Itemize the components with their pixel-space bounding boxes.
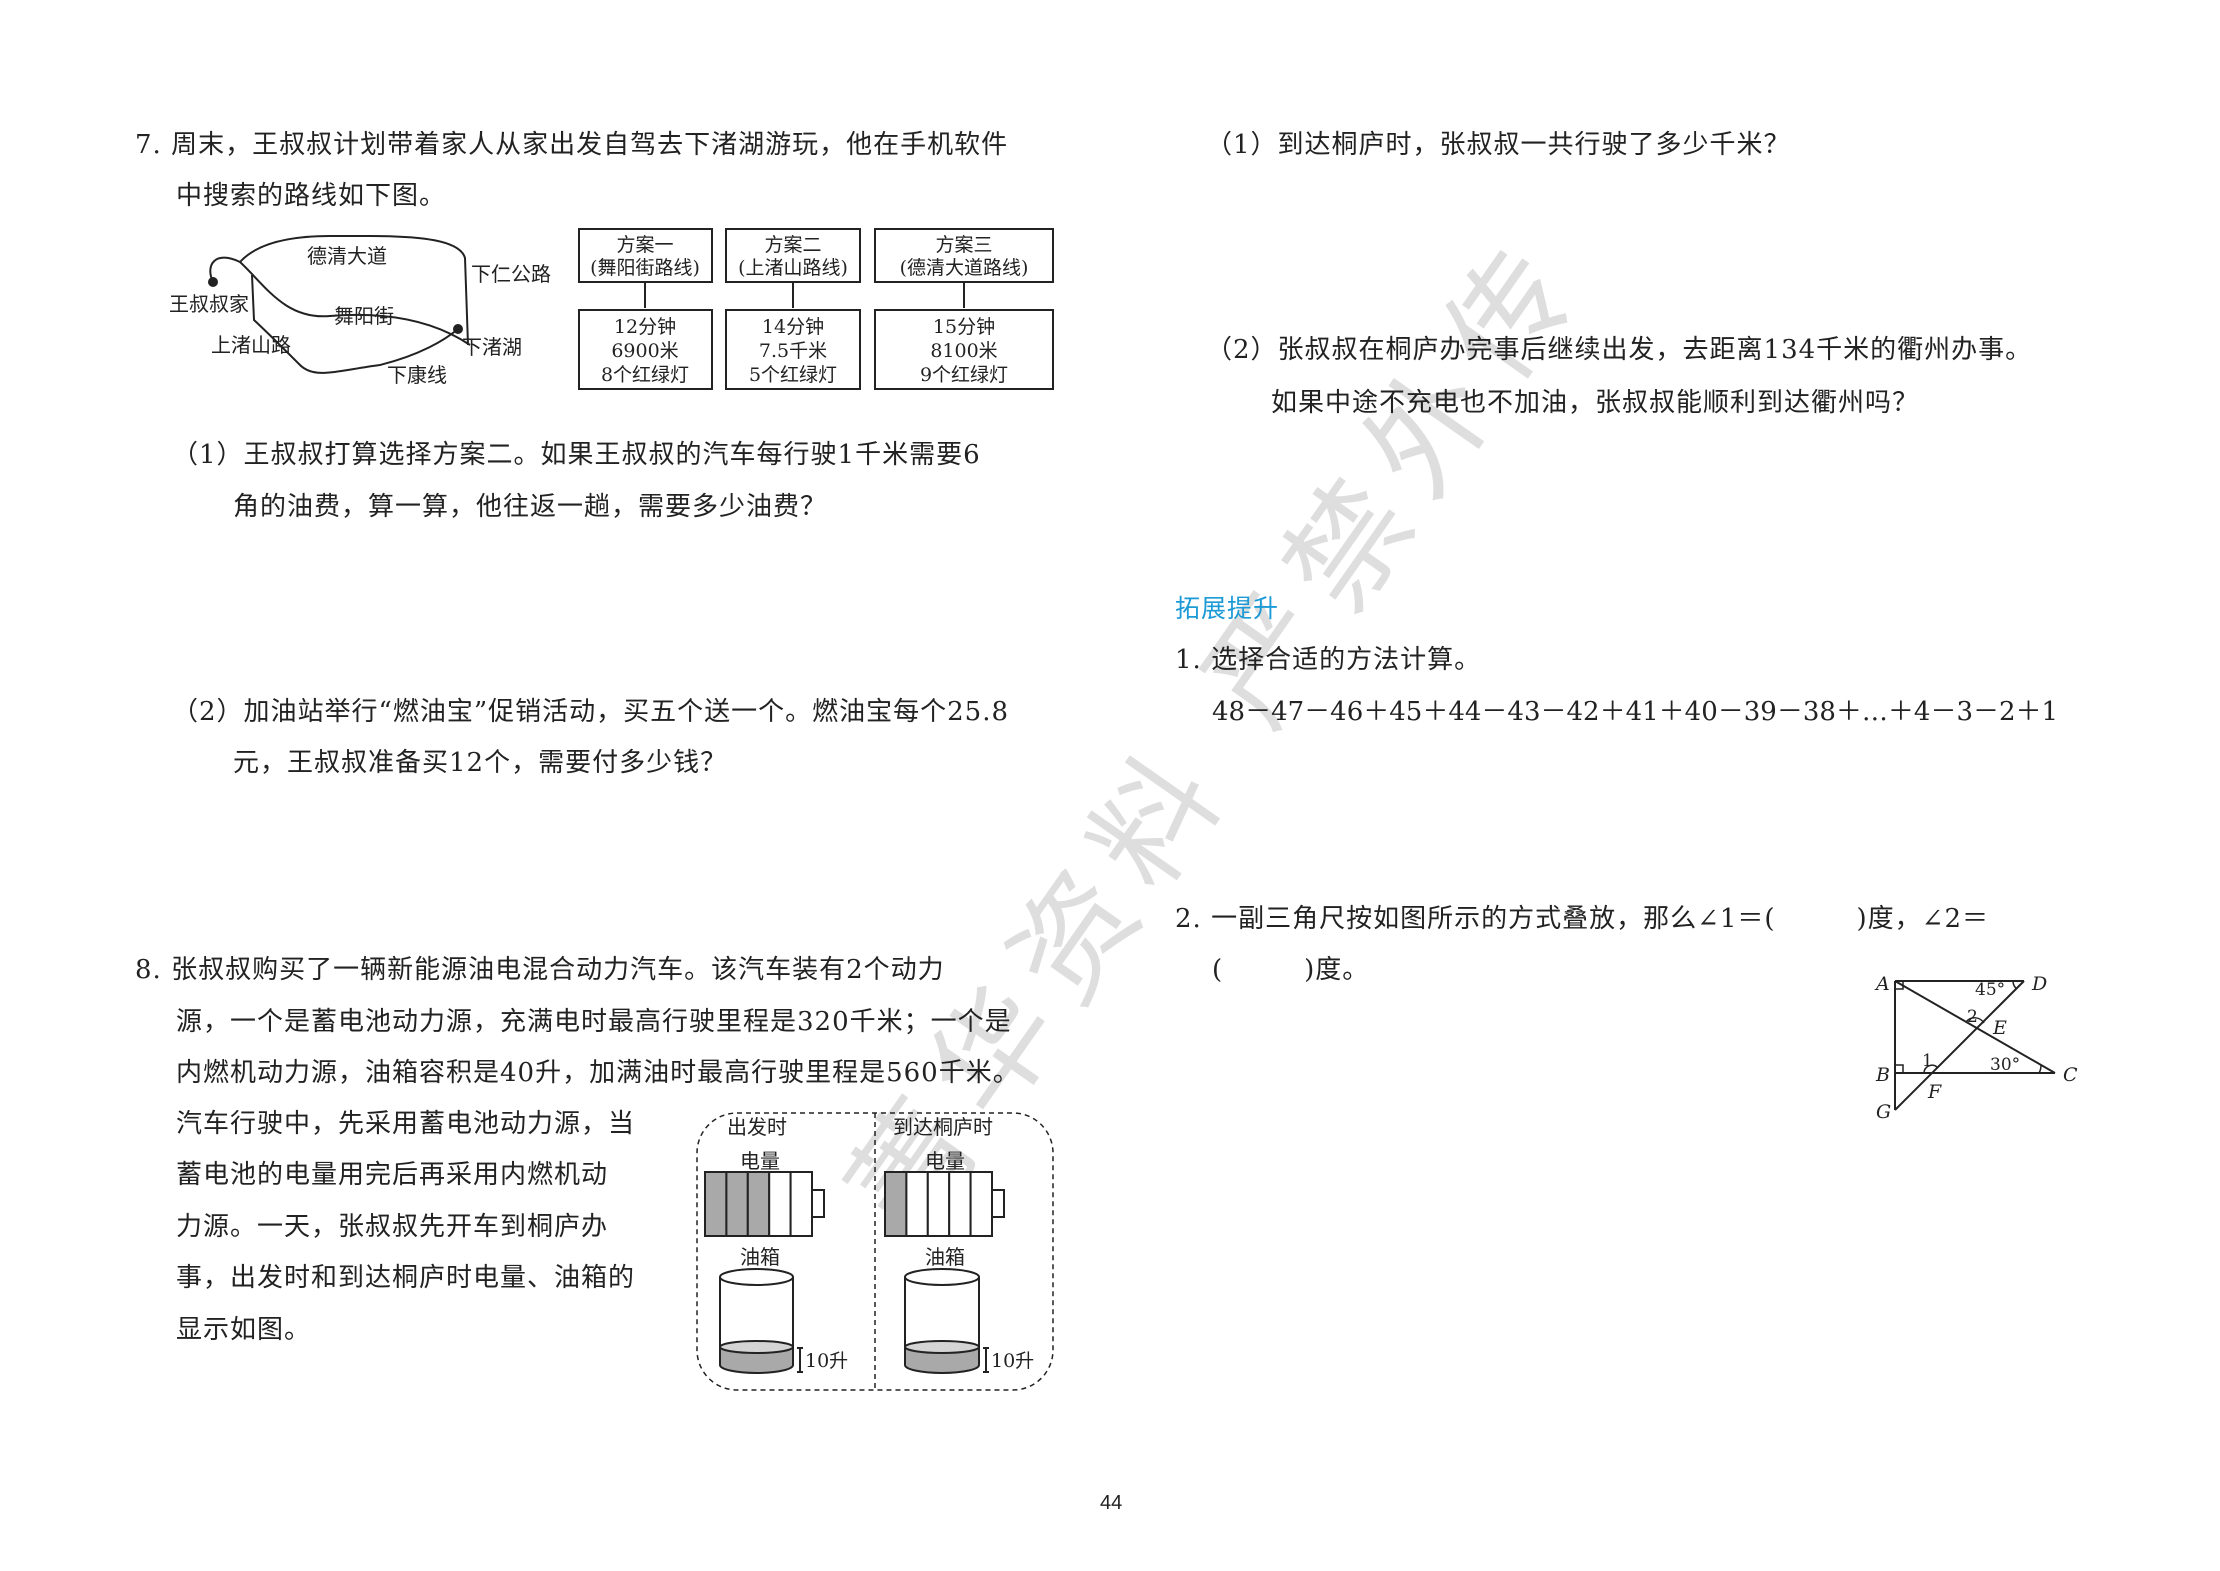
battery-segment xyxy=(725,1171,749,1237)
plan-time: 12分钟 xyxy=(614,316,676,338)
angle-label: 45° xyxy=(1975,980,2005,1000)
point-label: E xyxy=(1992,1017,2007,1039)
battery-segment xyxy=(768,1171,792,1237)
map-label: 下仁公路 xyxy=(471,262,551,286)
battery-tank-figure xyxy=(696,1112,1054,1391)
q7-text: 7. 周末，王叔叔计划带着家人从家出发自驾去下渚湖游玩，他在手机软件 xyxy=(135,130,1009,160)
battery-label: 电量 xyxy=(925,1149,965,1173)
map-label: 下康线 xyxy=(387,363,447,387)
q8-sub2: 如果中途不充电也不加油，张叔叔能顺利到达衢州吗？ xyxy=(1271,388,1920,418)
ext-q2: 2. 一副三角尺按如图所示的方式叠放，那么∠1＝( )度，∠2＝ xyxy=(1175,904,1990,934)
plan-time: 14分钟 xyxy=(762,316,824,338)
battery-segment xyxy=(704,1171,728,1237)
map-label: 上渚山路 xyxy=(211,333,291,357)
q8-text: 汽车行驶中，先采用蓄电池动力源，当 xyxy=(176,1109,636,1139)
battery-segment xyxy=(969,1171,993,1237)
battery-segment xyxy=(789,1171,813,1237)
angle-label: 1 xyxy=(1922,1051,1933,1071)
point-label: B xyxy=(1875,1064,1890,1086)
battery-terminal xyxy=(811,1189,825,1218)
q8-text: 事，出发时和到达桐庐时电量、油箱的 xyxy=(176,1263,636,1293)
tank-label: 油箱 xyxy=(740,1245,780,1269)
map-label: 下渚湖 xyxy=(462,335,522,359)
plan-route: (德清大道路线) xyxy=(900,257,1029,279)
q8-sub1: （1）到达桐庐时，张叔叔一共行驶了多少千米？ xyxy=(1206,130,1791,160)
q7-sub2: （2）加油站举行“燃油宝”促销活动，买五个送一个。燃油宝每个25.8 xyxy=(172,697,1010,727)
angle-label: 2 xyxy=(1967,1007,1978,1027)
q8-text: 源，一个是蓄电池动力源，充满电时最高行驶里程是320千米；一个是 xyxy=(176,1007,1012,1037)
q7-sub1: 角的油费，算一算，他往返一趟，需要多少油费？ xyxy=(233,492,828,522)
q8-text: 力源。一天，张叔叔先开车到桐庐办 xyxy=(176,1212,609,1242)
point-label: F xyxy=(1927,1081,1942,1103)
fuel-tanks xyxy=(719,1268,989,1374)
angle-label: 30° xyxy=(1990,1055,2020,1075)
point-label: A xyxy=(1874,973,1890,995)
plan-boxes xyxy=(578,228,1054,390)
q8-text: 蓄电池的电量用完后再采用内燃机动 xyxy=(176,1160,609,1190)
plan-route: (上渚山路线) xyxy=(738,257,848,279)
q7-sub2: 元，王叔叔准备买12个，需要付多少钱？ xyxy=(233,748,728,778)
triangle-figure xyxy=(1894,980,2056,1111)
ext-q2: ( )度。 xyxy=(1212,955,1370,985)
battery-segment xyxy=(905,1171,929,1237)
tank-label: 油箱 xyxy=(925,1245,965,1269)
battery-segment xyxy=(948,1171,972,1237)
section-title: 拓展提升 xyxy=(1175,594,1280,623)
map-label: 王叔叔家 xyxy=(169,292,249,316)
q8-text: 内燃机动力源，油箱容积是40升，加满油时最高行驶里程是560千米。 xyxy=(176,1058,1020,1088)
point-label: G xyxy=(1876,1101,1891,1123)
start-label: 出发时 xyxy=(727,1115,787,1139)
q7-text: 中搜索的路线如下图。 xyxy=(176,181,447,211)
plan-route: (舞阳街路线) xyxy=(590,257,700,279)
plan-lights: 9个红绿灯 xyxy=(920,364,1008,386)
plan-name: 方案三 xyxy=(935,234,992,256)
page-number: 44 xyxy=(1100,1492,1123,1514)
ext-q1: 1. 选择合适的方法计算。 xyxy=(1175,645,1482,675)
point-label: D xyxy=(2031,973,2047,995)
fuel-label: 10升 xyxy=(805,1350,848,1372)
plan-distance: 8100米 xyxy=(930,340,997,362)
plan-distance: 6900米 xyxy=(611,340,678,362)
fuel-label: 10升 xyxy=(991,1350,1034,1372)
arrive-label: 到达桐庐时 xyxy=(893,1115,993,1139)
route-map xyxy=(208,235,471,374)
q8-text: 8. 张叔叔购买了一辆新能源油电混合动力汽车。该汽车装有2个动力 xyxy=(135,955,945,985)
plan-distance: 7.5千米 xyxy=(759,340,827,362)
map-label: 舞阳街 xyxy=(334,304,394,328)
q8-sub2: （2）张叔叔在桐庐办完事后继续出发，去距离134千米的衢州办事。 xyxy=(1206,335,2033,365)
plan-lights: 8个红绿灯 xyxy=(601,364,689,386)
map-label: 德清大道 xyxy=(307,244,387,268)
q8-text: 显示如图。 xyxy=(176,1315,312,1345)
battery-segment xyxy=(884,1171,908,1237)
point-label: C xyxy=(2063,1064,2078,1086)
battery-segment xyxy=(746,1171,771,1237)
battery-label: 电量 xyxy=(740,1149,780,1173)
plan-name: 方案二 xyxy=(764,234,821,256)
plan-lights: 5个红绿灯 xyxy=(749,364,837,386)
battery-segment xyxy=(926,1171,951,1237)
plan-time: 15分钟 xyxy=(933,316,995,338)
plan-name: 方案一 xyxy=(616,234,673,256)
q7-sub1: （1）王叔叔打算选择方案二。如果王叔叔的汽车每行驶1千米需要6 xyxy=(172,440,981,470)
battery-terminal xyxy=(991,1189,1005,1218)
ext-q1-expression: 48－47－46＋45＋44－43－42＋41＋40－39－38＋…＋4－3－2… xyxy=(1212,697,2059,727)
